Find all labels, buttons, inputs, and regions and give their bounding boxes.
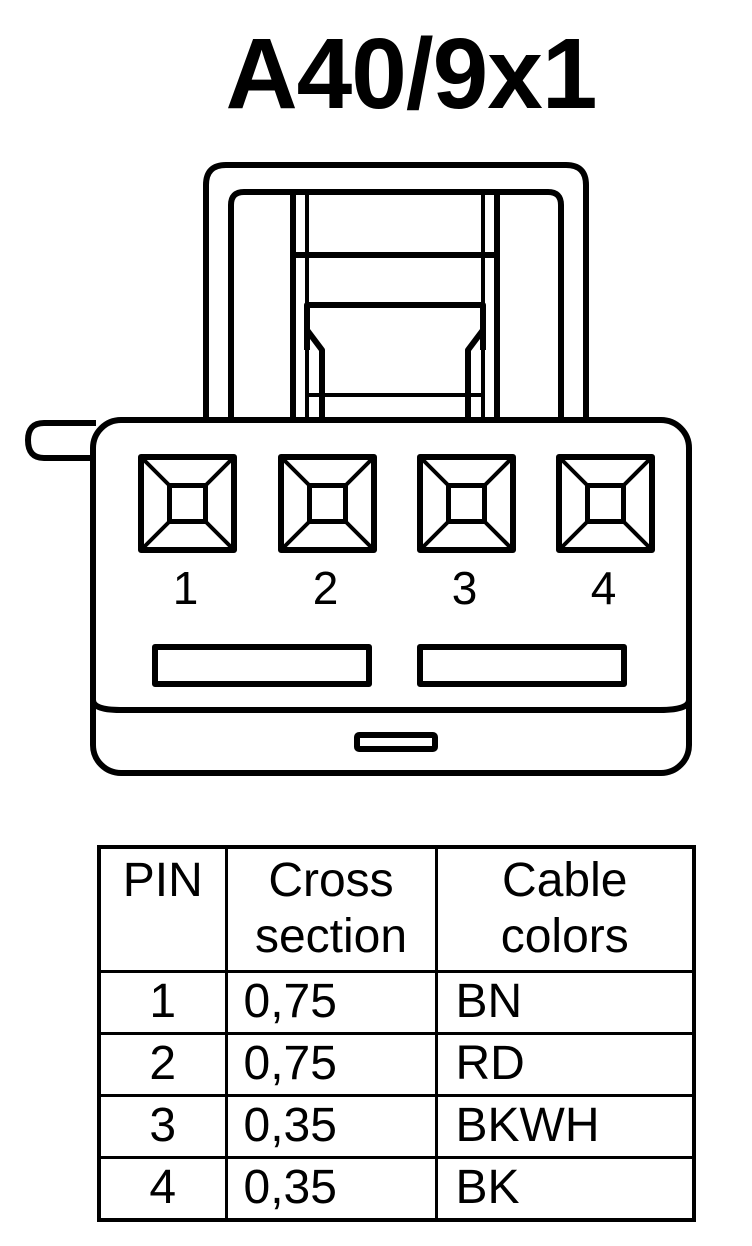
cable-color-cell: RD — [434, 1031, 696, 1097]
pin-cell: 1 — [97, 969, 228, 1035]
pin-cavity — [417, 454, 516, 553]
cross-section-cell: 0,35 — [224, 1093, 438, 1159]
pin-labels: 1 2 3 4 — [173, 562, 617, 614]
body-ledge — [90, 699, 692, 713]
cable-color-cell: BK — [434, 1155, 696, 1221]
pin-cell: 3 — [97, 1093, 228, 1159]
pin-number-label: 3 — [452, 562, 478, 614]
latch-housing-outer — [203, 162, 589, 420]
header-line: colors — [500, 910, 629, 963]
cable-color-cell: BN — [434, 969, 696, 1035]
header-line: section — [254, 910, 408, 963]
window-right — [417, 644, 627, 687]
pin-number-label: 2 — [313, 562, 339, 614]
connector-diagram: 1 2 3 4 — [25, 162, 692, 776]
cross-section-cell: 0,75 — [224, 969, 438, 1035]
key-slot — [354, 732, 438, 752]
cross-section-cell: 0,75 — [224, 1031, 438, 1097]
pin-cell: 2 — [97, 1031, 228, 1097]
cable-color-cell: BKWH — [434, 1093, 696, 1159]
pin-cell: 4 — [97, 1155, 228, 1221]
header-pin: PIN — [97, 845, 228, 973]
connector-title: A40/9x1 — [225, 18, 597, 130]
header-line: PIN — [122, 854, 203, 907]
pin-cavity — [278, 454, 377, 553]
pin-cavity — [138, 454, 237, 553]
pin-number-label: 1 — [173, 562, 199, 614]
side-peg — [25, 420, 96, 461]
pin-number-label: 4 — [591, 562, 617, 614]
latch-tab — [304, 302, 486, 350]
latch-housing-inner — [228, 189, 564, 420]
window-left — [152, 644, 372, 687]
cross-section-cell: 0,35 — [224, 1155, 438, 1221]
connector-body — [90, 417, 692, 776]
pin-cavities — [138, 454, 655, 553]
header-line: Cross — [268, 854, 394, 907]
pin-cavity — [556, 454, 655, 553]
header-line: Cable — [502, 854, 628, 907]
